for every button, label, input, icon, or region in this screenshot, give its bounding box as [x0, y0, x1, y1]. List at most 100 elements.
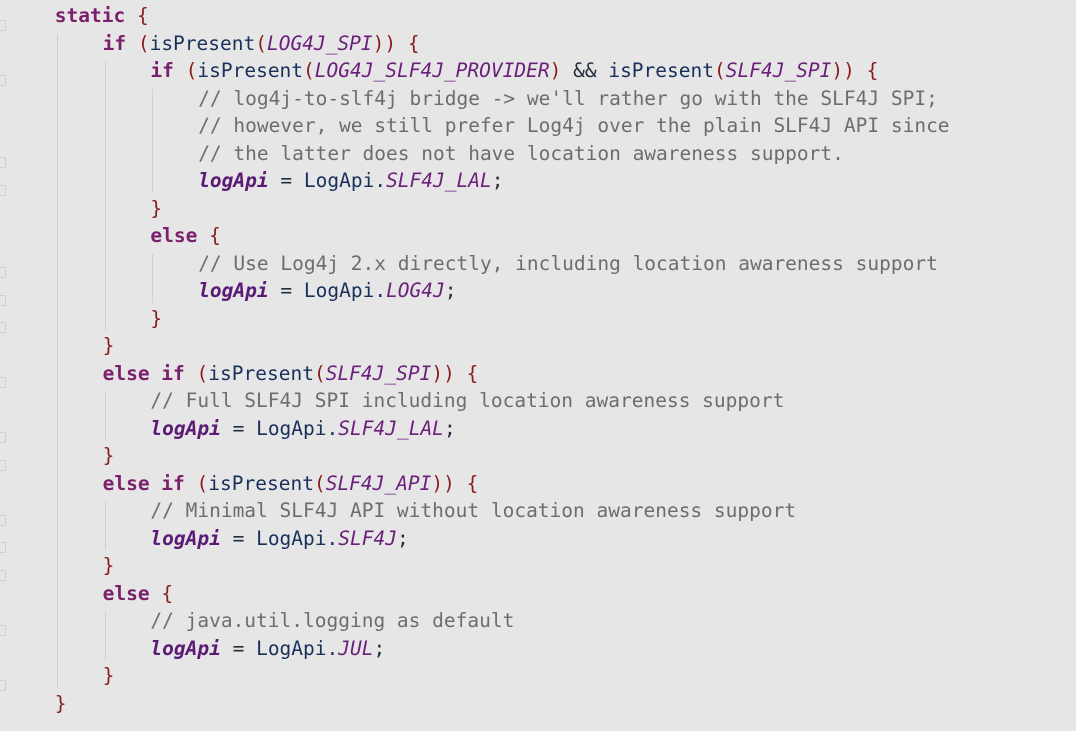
code-line[interactable]: static {: [0, 2, 1076, 30]
code-line[interactable]: // however, we still prefer Log4j over t…: [0, 112, 1076, 140]
code-token: LOG4J_SPI: [267, 31, 373, 55]
code-line[interactable]: }: [0, 332, 1076, 360]
code-line[interactable]: // Full SLF4J SPI including location awa…: [0, 387, 1076, 415]
code-token: }: [102, 334, 115, 357]
code-line[interactable]: // Use Log4j 2.x directly, including loc…: [0, 250, 1076, 278]
fold-marker-icon: [0, 569, 6, 581]
code-token: (: [313, 361, 326, 385]
code-token: (: [185, 59, 198, 82]
code-line[interactable]: // java.util.logging as default: [0, 607, 1076, 635]
code-token: logApi: [150, 416, 221, 440]
code-token: else if: [102, 361, 185, 385]
indent-guide: [104, 501, 106, 550]
code-token: isPresent: [197, 59, 304, 82]
code-token: (: [196, 471, 209, 495]
code-line[interactable]: }: [0, 662, 1076, 690]
code-token: ;: [444, 279, 457, 302]
code-token: LogApi.: [256, 416, 339, 440]
code-token: (: [303, 59, 315, 82]
code-token: =: [220, 416, 257, 440]
code-token: ;: [396, 526, 409, 550]
code-line[interactable]: }: [0, 552, 1076, 580]
code-token: // Minimal SLF4J API without location aw…: [150, 499, 797, 522]
indent-guide: [152, 88, 154, 193]
fold-marker-icon: [0, 74, 6, 86]
code-line[interactable]: logApi = LogApi.SLF4J;: [0, 525, 1076, 553]
code-token: )): [431, 471, 455, 495]
fold-marker-icon: [0, 459, 6, 471]
code-token: else: [150, 224, 198, 247]
code-area[interactable]: static {if (isPresent(LOG4J_SPI)) {if (i…: [0, 2, 1076, 717]
code-token: // java.util.logging as default: [150, 609, 515, 632]
code-line[interactable]: }: [0, 690, 1076, 718]
code-token: [150, 582, 162, 605]
code-token: LogApi.: [256, 526, 339, 550]
code-line[interactable]: // the latter does not have location awa…: [0, 140, 1076, 168]
code-token: }: [150, 196, 163, 220]
code-token: =: [268, 279, 304, 302]
code-token: if: [150, 59, 174, 82]
code-token: [125, 4, 137, 27]
code-token: &&: [561, 59, 609, 82]
code-line[interactable]: else {: [0, 222, 1076, 250]
code-token: SLF4J_LAL: [338, 416, 444, 440]
code-line[interactable]: logApi = LogApi.SLF4J_LAL;: [0, 167, 1076, 195]
code-token: SLF4J: [338, 526, 397, 550]
code-token: {: [161, 581, 174, 605]
code-token: )): [831, 59, 855, 82]
code-token: JUL: [338, 636, 374, 660]
fold-marker-icon: [0, 377, 6, 388]
code-token: [396, 32, 408, 55]
code-line[interactable]: if (isPresent(LOG4J_SLF4J_PROVIDER) && i…: [0, 57, 1076, 85]
fold-marker-icon: [0, 157, 6, 168]
code-token: logApi: [150, 636, 221, 660]
code-line[interactable]: else {: [0, 580, 1076, 608]
code-token: }: [102, 664, 115, 687]
code-line[interactable]: // log4j-to-slf4j bridge -> we'll rather…: [0, 85, 1076, 113]
code-token: )): [372, 31, 397, 55]
code-token: }: [150, 306, 163, 330]
code-token: LOG4J_SLF4J_PROVIDER: [314, 59, 550, 82]
code-token: [185, 362, 197, 385]
code-token: static: [54, 4, 126, 27]
code-token: ;: [373, 636, 386, 660]
code-token: if: [102, 31, 127, 55]
code-token: // Full SLF4J SPI including location awa…: [150, 389, 785, 412]
code-token: (: [313, 471, 326, 495]
code-line[interactable]: // Minimal SLF4J API without location aw…: [0, 497, 1076, 525]
code-line[interactable]: if (isPresent(LOG4J_SPI)) {: [0, 30, 1076, 58]
code-line[interactable]: logApi = LogApi.LOG4J;: [0, 277, 1076, 305]
code-line[interactable]: }: [0, 195, 1076, 223]
code-line[interactable]: }: [0, 442, 1076, 470]
code-token: {: [407, 31, 420, 55]
code-token: isPresent: [149, 31, 256, 55]
code-token: isPresent: [208, 361, 314, 385]
code-line[interactable]: else if (isPresent(SLF4J_SPI)) {: [0, 360, 1076, 388]
code-token: SLF4J_SPI: [725, 59, 832, 82]
code-token: // Use Log4j 2.x directly, including loc…: [198, 251, 938, 275]
code-line[interactable]: else if (isPresent(SLF4J_API)) {: [0, 470, 1076, 498]
code-token: logApi: [150, 526, 221, 550]
fold-marker-icon: [0, 322, 6, 333]
code-token: [197, 224, 209, 247]
code-line[interactable]: }: [0, 305, 1076, 333]
code-line[interactable]: logApi = LogApi.SLF4J_LAL;: [0, 415, 1076, 443]
code-token: {: [866, 59, 879, 82]
code-token: =: [220, 526, 257, 550]
code-token: LogApi.: [303, 169, 387, 192]
code-token: {: [466, 361, 479, 385]
code-token: [455, 472, 467, 495]
code-token: logApi: [198, 169, 269, 192]
code-token: {: [209, 224, 221, 247]
fold-marker-icon: [0, 679, 6, 691]
code-token: )): [431, 361, 455, 385]
code-token: {: [466, 471, 479, 495]
code-token: (: [714, 59, 726, 82]
code-token: }: [102, 554, 115, 577]
indent-guide: [152, 253, 154, 303]
code-token: {: [137, 4, 149, 27]
code-line[interactable]: logApi = LogApi.JUL;: [0, 635, 1076, 663]
fold-marker-icon: [0, 514, 6, 526]
fold-marker-icon: [0, 432, 6, 443]
